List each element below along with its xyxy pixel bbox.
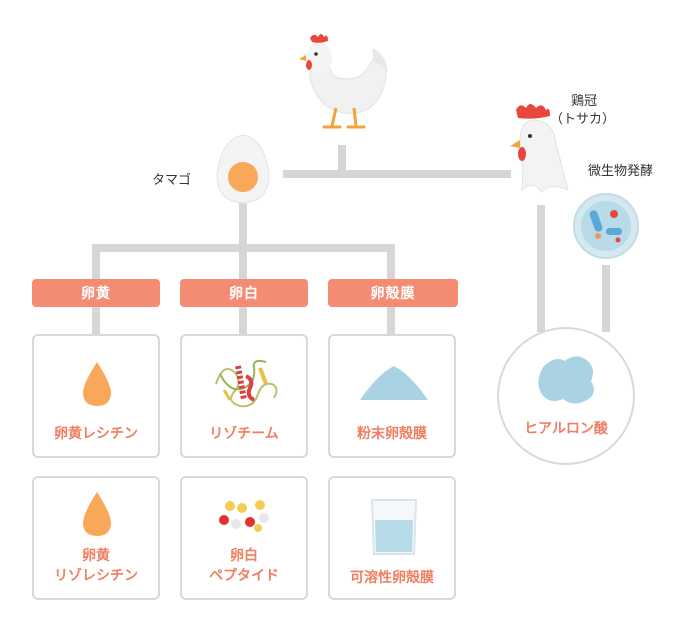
petri-dish-icon	[572, 192, 640, 260]
product-card-powder-membrane: 粉末卵殻膜	[328, 334, 456, 458]
connector-egg-to-comb	[283, 170, 511, 178]
connector-membrane-card	[387, 306, 395, 336]
product-label: 粉末卵殻膜	[357, 426, 427, 442]
hen-illustration	[290, 28, 394, 138]
comb-label-line2: （トサカ）	[550, 112, 616, 127]
product-card-lysozyme: リゾチーム	[180, 334, 308, 458]
connector-branch-white	[239, 244, 247, 280]
product-label: 卵黄 リゾレシチン	[54, 548, 138, 585]
category-tab-yolk: 卵黄	[32, 279, 160, 307]
connector-white-card	[239, 306, 247, 336]
water-beaker-icon	[368, 496, 420, 558]
egg-label: タマゴ	[152, 173, 192, 188]
hyaluronic-acid-circle: ヒアルロン酸	[497, 327, 635, 465]
connector-yolk-card	[92, 306, 100, 336]
peptide-beads-icon	[216, 498, 276, 534]
connector-egg-down	[239, 200, 247, 250]
blob-icon	[535, 353, 599, 407]
product-card-white-peptide: 卵白 ペプタイド	[180, 476, 308, 600]
powder-pile-icon	[358, 364, 430, 402]
category-tab-white: 卵白	[180, 279, 308, 307]
orange-drop-icon	[80, 490, 114, 538]
product-label: 卵白 ペプタイド	[209, 548, 279, 585]
connector-branch-yolk	[92, 244, 100, 280]
connector-hen-down	[338, 145, 346, 177]
protein-structure-icon	[210, 354, 282, 412]
egg-illustration	[213, 133, 273, 205]
product-card-yolk-lysolecithin: 卵黄 リゾレシチン	[32, 476, 160, 600]
connector-microbe-circle	[602, 265, 610, 332]
connector-comb-circle	[537, 205, 545, 332]
product-label: 卵黄レシチン	[54, 426, 138, 442]
product-label: ヒアルロン酸	[524, 421, 608, 437]
microbe-label: 微生物発酵	[588, 164, 654, 179]
rooster-head-illustration	[506, 100, 572, 196]
product-label: 可溶性卵殻膜	[350, 570, 434, 586]
comb-label-line1: 鶏冠	[571, 94, 598, 109]
product-card-soluble-membrane: 可溶性卵殻膜	[328, 476, 456, 600]
product-card-yolk-lecithin: 卵黄レシチン	[32, 334, 160, 458]
connector-branch-membrane	[387, 244, 395, 280]
category-tab-membrane: 卵殻膜	[328, 279, 458, 307]
product-label: リゾチーム	[209, 426, 279, 442]
orange-drop-icon	[80, 360, 114, 408]
